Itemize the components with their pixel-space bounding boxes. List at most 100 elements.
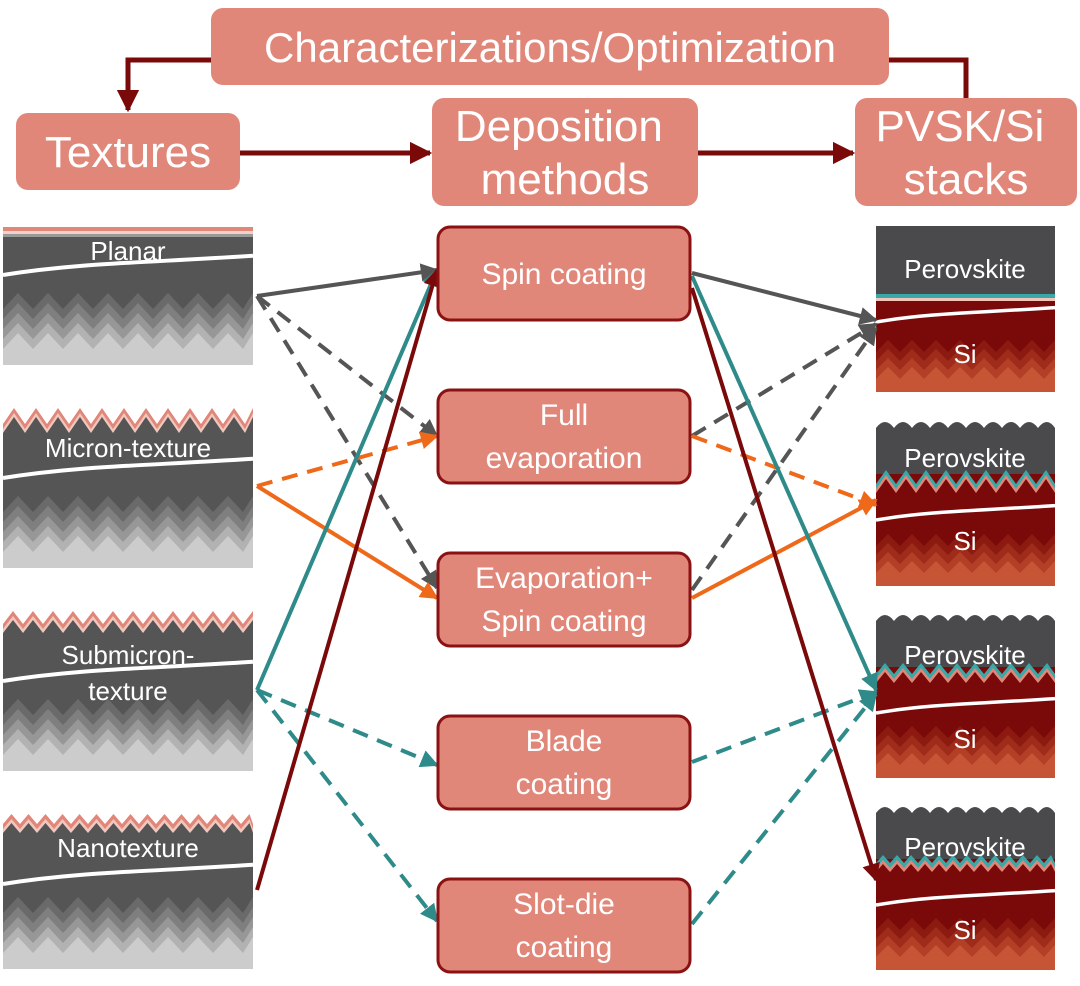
texture-junction-line xyxy=(2,456,254,480)
stack-si-label-stack-micron: Si xyxy=(953,526,976,556)
feedback-arrow-right xyxy=(888,57,969,100)
method-label-line: Full xyxy=(540,399,588,432)
stack-perovskite-label-stack-micron: Perovskite xyxy=(904,443,1025,473)
texture-label-planar: Planar xyxy=(90,236,165,266)
arrow-planar-to-spin xyxy=(256,263,439,298)
texture-label-nano: Nanotexture xyxy=(57,833,199,863)
method-label-line: Spin coating xyxy=(481,258,646,291)
texture-top-layer-gray xyxy=(3,234,253,237)
arrow-blade-to-stack-submicron xyxy=(691,689,878,764)
arrow-nano-to-spin xyxy=(255,268,442,891)
method-label-slot-die: Slot-die coating xyxy=(513,888,615,964)
stack-perovskite-label-stack-planar: Perovskite xyxy=(904,254,1025,284)
method-label-line: evaporation xyxy=(486,442,643,475)
texture-label-line: Planar xyxy=(90,236,165,266)
method-slot-die: Slot-die coating xyxy=(436,877,692,974)
texture-panel-micron: Micron-texture xyxy=(2,406,254,568)
arrow-micron-to-evap-spin xyxy=(255,484,439,600)
texture-panels: PlanarMicron-textureSubmicron-textureNan… xyxy=(2,227,254,969)
texture-junction-line xyxy=(2,862,254,886)
deposition-label-line1: Deposition xyxy=(455,102,663,151)
perovskite-layer xyxy=(876,807,1055,859)
stack-junction-line xyxy=(875,888,1056,907)
pvsk-si-stacks-label: PVSK/Si stacks xyxy=(876,102,1057,204)
stacks-label-line2: stacks xyxy=(904,155,1029,204)
method-box-full-evap xyxy=(436,388,692,485)
method-evap-spin: Evaporation+ Spin coating xyxy=(436,551,692,648)
texture-panel-nano: Nanotexture xyxy=(2,812,254,969)
arrow-submicron-to-spin xyxy=(255,268,439,691)
method-label-line: Blade xyxy=(526,725,603,758)
method-spin: Spin coating xyxy=(436,225,692,322)
deposition-methods-label: Deposition methods xyxy=(455,102,675,204)
method-box-blade xyxy=(436,714,692,811)
method-full-evap: Full evaporation xyxy=(436,388,692,485)
connection-arrows xyxy=(255,263,880,926)
method-label-line: coating xyxy=(516,931,613,964)
stack-perovskite-label-stack-nano: Perovskite xyxy=(904,832,1025,862)
arrow-submicron-to-blade xyxy=(256,688,439,768)
perovskite-layer xyxy=(876,615,1055,667)
texture-label-line: Submicron- xyxy=(62,640,195,670)
textures-box xyxy=(16,113,240,190)
header-flow: Characterizations/Optimization Textures … xyxy=(16,8,1077,206)
texture-panel-planar: Planar xyxy=(2,227,254,365)
arrow-spin-to-stack-planar xyxy=(691,271,878,325)
arrow-slot-die-to-stack-submicron xyxy=(690,692,878,926)
method-label-line: coating xyxy=(516,768,613,801)
arrow-planar-to-full-evap xyxy=(255,294,439,438)
stack-si-label-stack-planar: Si xyxy=(953,339,976,369)
method-label-line: Evaporation+ xyxy=(475,562,653,595)
texture-label-line: Nanotexture xyxy=(57,833,199,863)
method-label-blade: Blade coating xyxy=(516,725,613,801)
stacks-label-line1: PVSK/Si xyxy=(876,102,1045,151)
stack-junction-line xyxy=(875,503,1056,522)
method-box-slot-die xyxy=(436,877,692,974)
method-label-full-evap: Full evaporation xyxy=(486,399,643,475)
texture-label-submicron: Submicron-texture xyxy=(62,640,195,706)
texture-top-layer xyxy=(3,227,253,231)
arrow-evap-spin-to-stack-planar xyxy=(690,326,878,592)
method-label-evap-spin: Evaporation+ Spin coating xyxy=(475,562,653,638)
arrow-full-evap-to-stack-planar xyxy=(690,322,878,438)
method-label-spin: Spin coating xyxy=(481,258,646,291)
method-blade: Blade coating xyxy=(436,714,692,811)
pvsk-si-stacks-box xyxy=(855,98,1077,206)
deposition-label-line2: methods xyxy=(481,155,650,204)
perovskite-layer xyxy=(876,226,1055,294)
interlayer-light xyxy=(876,298,1055,301)
arrow-spin-to-stack-submicron xyxy=(690,275,878,692)
method-label-line: Spin coating xyxy=(481,605,646,638)
characterization-box xyxy=(211,8,889,85)
stack-perovskite-label-stack-submicron: Perovskite xyxy=(904,640,1025,670)
method-box-spin xyxy=(436,225,692,322)
deposition-methods-box xyxy=(432,98,698,206)
method-box-evap-spin xyxy=(436,551,692,648)
arrow-evap-spin-to-stack-micron xyxy=(691,498,878,600)
feedback-arrow-left xyxy=(116,57,212,113)
perovskite-layer xyxy=(876,422,1055,474)
arrow-spin-to-stack-nano xyxy=(690,287,880,882)
arrow-full-evap-to-stack-micron xyxy=(691,434,878,508)
arrow-micron-to-full-evap xyxy=(256,431,439,488)
texture-label-line: texture xyxy=(88,676,168,706)
stack-si-label-stack-nano: Si xyxy=(953,915,976,945)
texture-panel-submicron: Submicron-texture xyxy=(2,609,254,771)
texture-junction-line xyxy=(2,659,254,683)
interlayer-teal xyxy=(876,294,1055,298)
stack-junction-line xyxy=(875,696,1056,715)
texture-top-layer-light xyxy=(3,231,253,234)
method-label-line: Slot-die xyxy=(513,888,615,921)
characterization-label: Characterizations/Optimization xyxy=(264,24,836,71)
texture-junction-line xyxy=(2,253,254,277)
stack-si-label-stack-submicron: Si xyxy=(953,724,976,754)
texture-label-micron: Micron-texture xyxy=(45,433,211,463)
stack-junction-line xyxy=(875,305,1056,324)
textures-label: Textures xyxy=(45,128,211,177)
